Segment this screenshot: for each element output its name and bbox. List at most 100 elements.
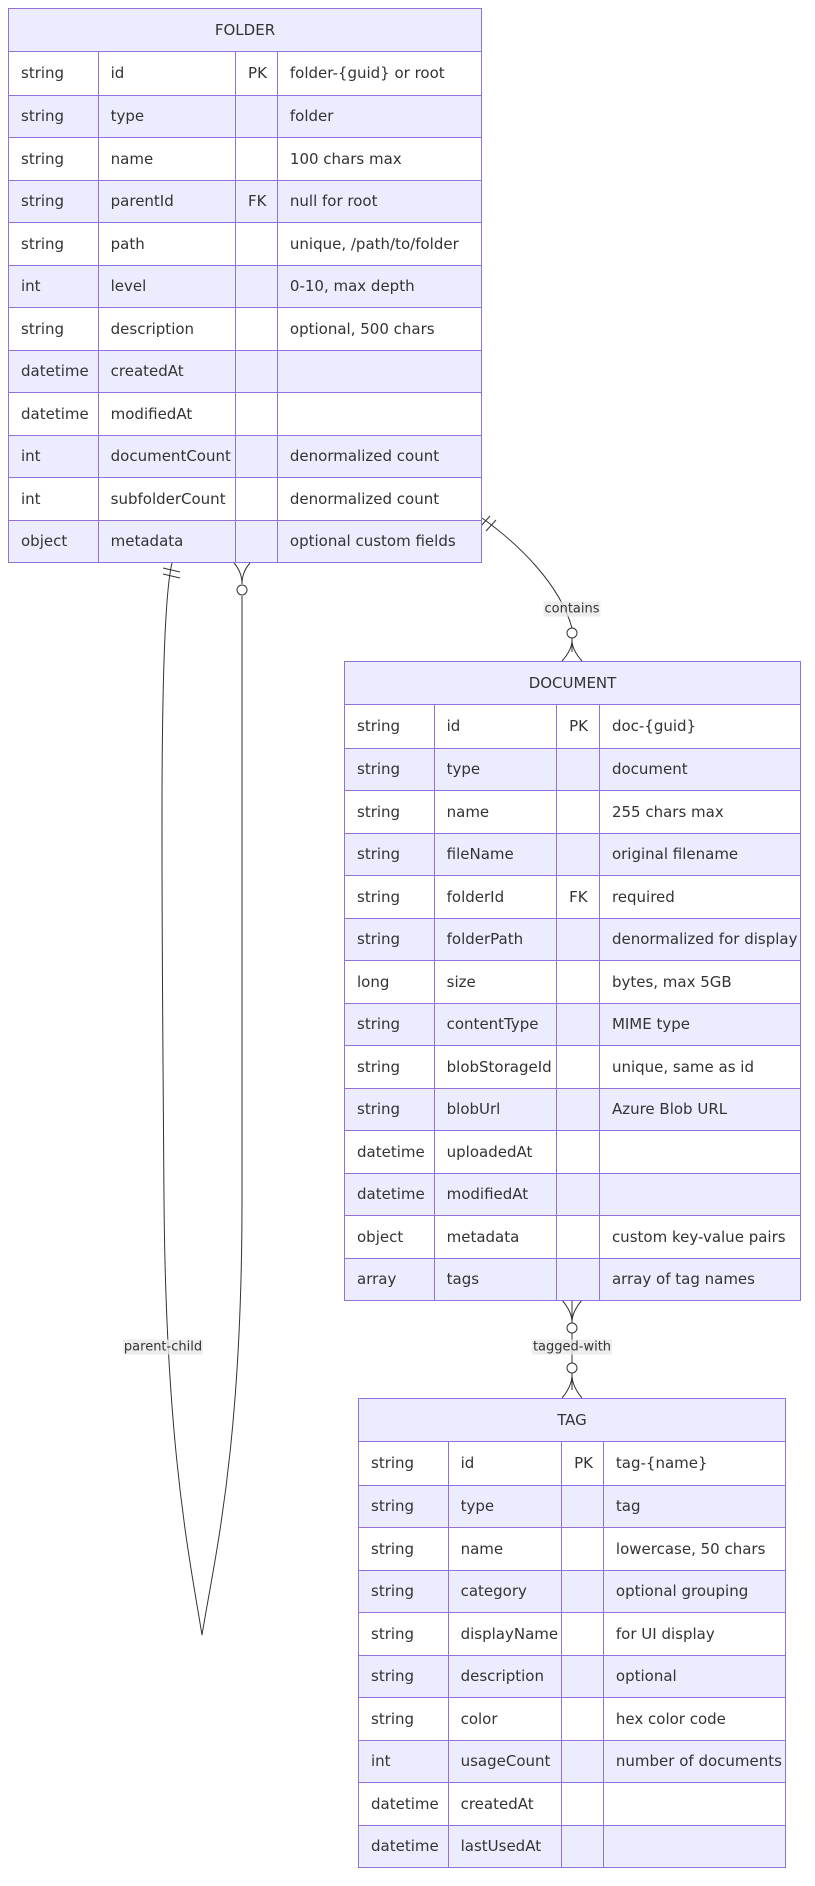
attribute-comment: 100 chars max — [276, 138, 481, 180]
entity-title: FOLDER — [9, 9, 481, 52]
attribute-name: modifiedAt — [433, 1173, 556, 1215]
attribute-comment: document — [598, 748, 800, 790]
attribute-key — [561, 1613, 603, 1655]
attribute-comment: optional grouping — [602, 1570, 785, 1612]
attribute-type: string — [21, 234, 65, 253]
entity-title: DOCUMENT — [345, 662, 800, 705]
attribute-name: color — [447, 1698, 561, 1740]
attribute-type: string — [357, 1015, 401, 1034]
attribute-comment: null for root — [276, 180, 481, 222]
attribute-name: type — [433, 748, 556, 790]
attribute-comment: MIME type — [598, 1003, 800, 1045]
marker-crowfoot — [233, 562, 251, 585]
attribute-key — [235, 265, 277, 307]
attribute-comment — [598, 1173, 800, 1215]
attribute-comment: custom key-value pairs — [598, 1216, 800, 1258]
attribute-comment: optional custom fields — [276, 520, 481, 562]
attribute-name: parentId — [97, 180, 235, 222]
edge-contains — [481, 517, 573, 652]
attribute-name: contentType — [433, 1003, 556, 1045]
attribute-comment: denormalized count — [276, 478, 481, 520]
attribute-comment: unique, same as id — [598, 1046, 800, 1088]
attribute-type: int — [371, 1752, 391, 1771]
attribute-type: string — [357, 1057, 401, 1076]
attribute-comment: optional, 500 chars — [276, 308, 481, 350]
attribute-type: datetime — [357, 1142, 425, 1161]
attribute-name: createdAt — [97, 350, 235, 392]
attribute-key — [556, 1131, 599, 1173]
attribute-type: string — [371, 1624, 415, 1643]
attribute-key — [235, 393, 277, 435]
edge-parent-child — [161, 562, 203, 1636]
attribute-name: category — [447, 1570, 561, 1612]
marker-crowfoot — [561, 639, 583, 662]
attribute-name: name — [433, 791, 556, 833]
attribute-name: size — [433, 961, 556, 1003]
attribute-row: string contentType MIME type — [345, 1002, 800, 1045]
attribute-key — [561, 1655, 603, 1697]
attribute-comment: tag — [602, 1485, 785, 1527]
attribute-key — [235, 138, 277, 180]
attribute-name: fileName — [433, 833, 556, 875]
relationship-label-contains: contains — [543, 601, 601, 617]
relationship-label-tagged-with: tagged-with — [531, 1339, 613, 1355]
attribute-key: PK — [556, 705, 599, 748]
attribute-comment: bytes, max 5GB — [598, 961, 800, 1003]
marker-zero-circle — [566, 1362, 578, 1374]
attribute-type: long — [357, 972, 390, 991]
attribute-row: string blobStorageId unique, same as id — [345, 1045, 800, 1088]
attribute-type: object — [21, 532, 68, 551]
attribute-type: string — [371, 1497, 415, 1516]
attribute-type: string — [21, 64, 65, 83]
marker-crowfoot — [561, 1374, 583, 1399]
attribute-comment — [276, 393, 481, 435]
attribute-name: modifiedAt — [97, 393, 235, 435]
attribute-type: string — [371, 1709, 415, 1728]
attribute-name: blobStorageId — [433, 1046, 556, 1088]
attribute-key: FK — [235, 180, 277, 222]
attribute-type: string — [357, 845, 401, 864]
attribute-key — [556, 1088, 599, 1130]
attribute-name: folderId — [433, 876, 556, 918]
attribute-key — [556, 1046, 599, 1088]
attribute-key — [235, 95, 277, 137]
attribute-comment: array of tag names — [598, 1258, 800, 1300]
attribute-type: array — [357, 1270, 397, 1289]
attribute-type: string — [357, 887, 401, 906]
attribute-row: string fileName original filename — [345, 832, 800, 875]
attribute-row: long size bytes, max 5GB — [345, 960, 800, 1003]
attribute-name: tags — [433, 1258, 556, 1300]
attribute-key — [556, 1216, 599, 1258]
attribute-name: level — [97, 265, 235, 307]
attribute-key — [556, 918, 599, 960]
attribute-type: string — [357, 717, 401, 736]
attribute-comment — [602, 1783, 785, 1825]
attribute-name: name — [97, 138, 235, 180]
attribute-type: datetime — [21, 404, 89, 423]
attribute-comment: hex color code — [602, 1698, 785, 1740]
attribute-comment: original filename — [598, 833, 800, 875]
attribute-key — [235, 478, 277, 520]
attribute-key — [235, 223, 277, 265]
attribute-key — [556, 1003, 599, 1045]
attribute-key: FK — [556, 876, 599, 918]
attribute-key: PK — [235, 52, 277, 95]
attribute-name: displayName — [447, 1613, 561, 1655]
attribute-name: uploadedAt — [433, 1131, 556, 1173]
attribute-type: string — [21, 107, 65, 126]
attribute-comment — [602, 1825, 785, 1867]
attribute-key — [556, 961, 599, 1003]
